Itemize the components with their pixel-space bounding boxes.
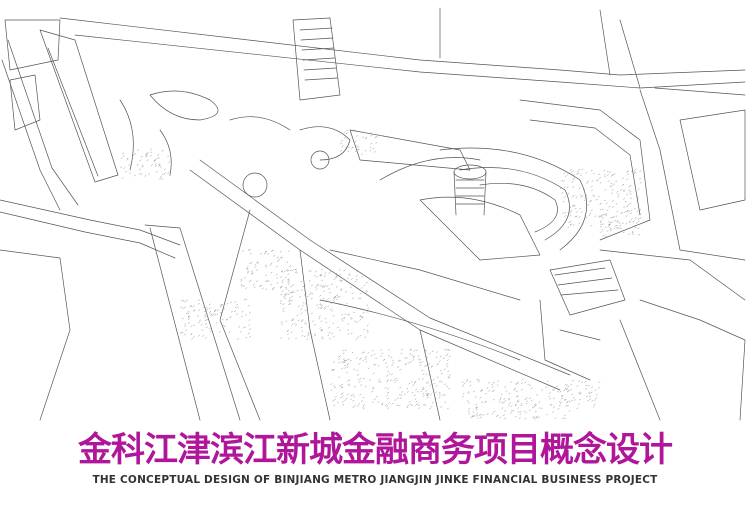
project-title-chinese: 金科江津滨江新城金融商务项目概念设计	[78, 430, 673, 470]
landscape-hatching	[120, 129, 642, 420]
hatch-patch	[240, 248, 292, 291]
hatch-patch	[600, 208, 642, 238]
hatch-patch	[120, 148, 172, 180]
hatch-patch	[330, 348, 451, 410]
hatch-patch	[461, 378, 571, 420]
hatch-patch	[279, 268, 370, 341]
hatch-patch	[179, 298, 252, 340]
site-plan-drawing	[0, 7, 746, 421]
hatch-patch	[559, 168, 642, 230]
hatch-patch	[561, 379, 601, 410]
site-linework	[0, 7, 746, 421]
project-title-english: THE CONCEPTUAL DESIGN OF BINJIANG METRO …	[92, 474, 658, 486]
hatch-patch	[340, 129, 380, 156]
